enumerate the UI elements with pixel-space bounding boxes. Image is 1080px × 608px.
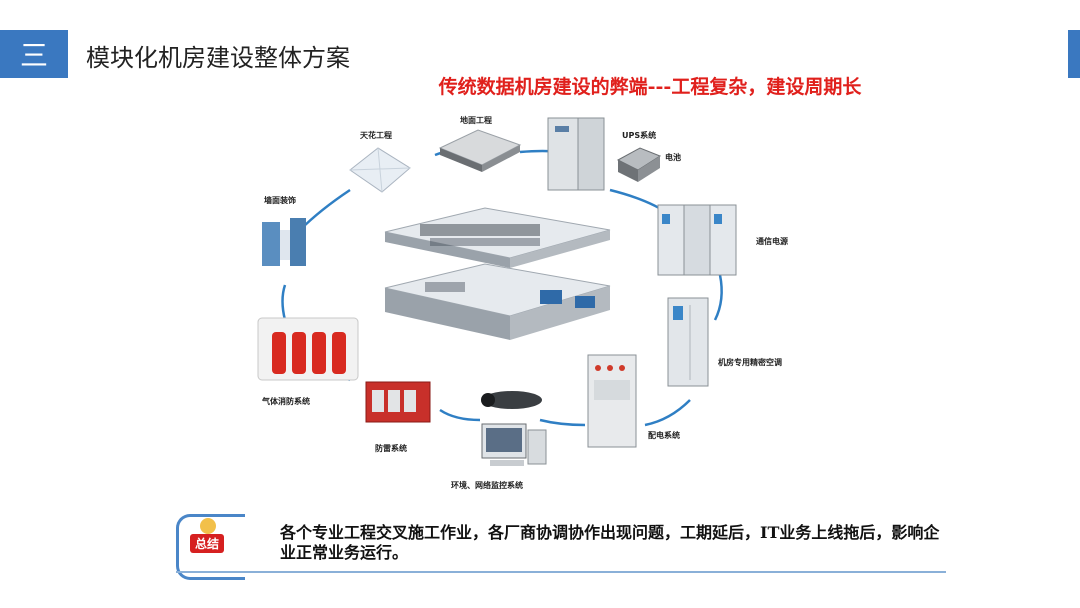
floor-tile-icon [438,129,522,172]
fire-suppression-icon [257,317,359,381]
battery-icon [616,147,662,182]
ups-cabinet-icon [547,117,605,191]
label-lightning: 防雷系统 [375,444,407,453]
wall-decoration-icon [262,218,306,266]
summary-badge: 总结 [190,534,225,553]
slide-subtitle: 传统数据机房建设的弊端---工程复杂，建设周期长 [438,76,862,98]
label-precision-ac: 机房专用精密空调 [718,358,782,367]
monitoring-icon [481,391,547,466]
summary-underline [176,571,946,573]
label-ceiling: 天花工程 [360,131,392,140]
summary-frame [176,514,245,580]
comm-power-cabinet-icon [657,204,737,276]
label-battery: 电池 [665,153,681,162]
lightning-protection-icon [365,381,431,423]
label-wall: 墙面装饰 [264,196,296,205]
label-comm-power: 通信电源 [756,237,788,246]
label-distribution: 配电系统 [648,431,680,440]
page-title: 模块化机房建设整体方案 [86,44,350,72]
label-monitoring: 环境、网络监控系统 [451,481,523,490]
section-number: 三 [0,30,68,78]
label-fire: 气体消防系统 [262,397,310,406]
label-floor: 地面工程 [460,116,492,125]
person-icon [200,518,216,534]
ceiling-icon [349,147,411,193]
precision-ac-icon [667,297,709,387]
right-accent-tab [1068,30,1080,78]
label-ups: UPS系统 [622,131,657,140]
datacenter-floors-icon [384,207,611,340]
summary-text: 各个专业工程交叉施工作业，各厂商协调协作出现问题，工期延后，IT业务上线拖后，影… [280,523,940,562]
distribution-cabinet-icon [587,354,637,448]
